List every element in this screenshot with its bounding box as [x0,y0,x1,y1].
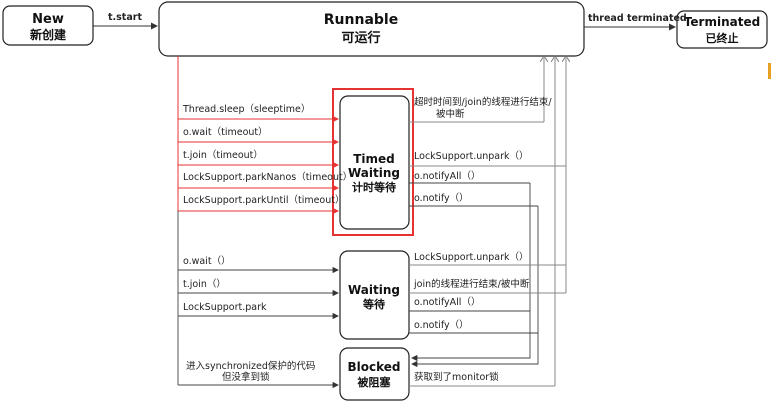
state-new-title: New [32,12,64,27]
edge-label-monitor: 获取到了monitor锁 [414,371,499,383]
edge-label-sync-2: 但没拿到锁 [222,371,270,383]
edge-label-notify-w: o.notify（） [414,319,469,331]
state-runnable-title: Runnable [324,12,398,28]
edge-label-join-ended: join的线程进行结束/被中断 [413,278,530,290]
edge-label-sync-1: 进入synchronized保护的代码 [186,360,315,372]
state-new-subtitle: 新创建 [30,27,67,42]
state-blocked-subtitle: 被阻塞 [358,375,392,389]
edge-new-to-runnable: t.start [93,12,158,30]
state-timed-waiting-title-2: Waiting [348,166,400,180]
edge-label-unpark-w: LockSupport.unpark（） [414,251,529,263]
edge-label-notifyall-tw: o.notifyAll（） [414,170,480,182]
edge-marker [768,63,771,79]
state-waiting-title: Waiting [348,283,400,297]
edge-label-parknanos: LockSupport.parkNanos（timeout） [183,171,352,183]
state-blocked: Blocked 被阻塞 [339,347,410,401]
edge-label-unpark-tw: LockSupport.unpark（） [414,150,529,162]
state-waiting: Waiting 等待 [339,250,410,340]
edge-label-start: t.start [108,12,142,23]
return-rails [544,58,566,386]
state-timed-waiting-subtitle: 计时等待 [352,180,396,194]
state-terminated-title: Terminated [684,15,760,29]
edge-label-notifyall-w: o.notifyAll（） [414,296,480,308]
edge-label-wait-timeout: o.wait（timeout） [183,126,268,138]
edge-label-sleep: Thread.sleep（sleeptime） [182,103,310,115]
edge-label-interrupted: 被中断 [436,108,465,120]
edge-to-blocked: 进入synchronized保护的代码 但没拿到锁 [178,360,339,389]
state-terminated-subtitle: 已终止 [706,31,739,45]
state-blocked-title: Blocked [347,360,400,374]
state-timed-waiting-title-1: Timed [353,152,395,166]
edges-from-waiting: LockSupport.unpark（） join的线程进行结束/被中断 o.n… [409,251,566,334]
edge-label-parkuntil: LockSupport.parkUntil（timeout） [183,194,345,206]
state-terminated: Terminated 已终止 [676,10,768,49]
state-new: New 新创建 [2,5,94,46]
edge-label-notify-tw: o.notify（） [414,192,469,204]
edge-label-park: LockSupport.park [183,302,267,313]
state-timed-waiting: Timed Waiting 计时等待 [332,88,414,236]
edge-label-join: t.join（） [183,278,226,290]
edge-label-join-timeout: t.join（timeout） [183,149,263,161]
edges-to-timed-waiting: Thread.sleep（sleeptime） o.wait（timeout） … [177,56,352,215]
edges-to-waiting: o.wait（） t.join（） LockSupport.park [177,211,339,385]
edge-label-terminated: thread terminated [588,13,687,24]
state-runnable-subtitle: 可运行 [341,30,380,46]
state-waiting-subtitle: 等待 [362,297,385,311]
edges-from-timed-waiting: 超时时间到/join的线程进行结束/ 被中断 LockSupport.unpar… [409,96,566,368]
edge-label-timeout: 超时时间到/join的线程进行结束/ [414,96,552,108]
edge-runnable-to-terminated: thread terminated [584,13,687,31]
state-runnable: Runnable 可运行 [158,1,585,57]
edge-from-blocked: 获取到了monitor锁 [409,371,555,387]
edge-label-wait: o.wait（） [183,255,231,267]
